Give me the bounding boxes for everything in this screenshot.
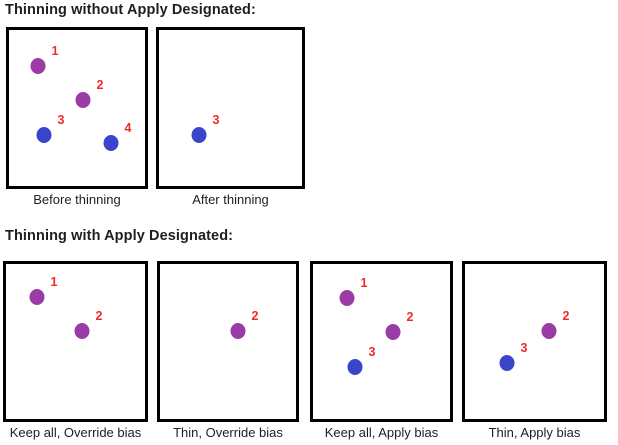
caption-before-thinning: Before thinning <box>33 192 121 207</box>
dot-purple-1 <box>30 58 46 74</box>
panel-before-thinning: 1 2 3 4 <box>6 27 148 189</box>
dot-label-2: 2 <box>406 310 414 324</box>
dot-label-4: 4 <box>124 121 132 135</box>
dot-blue-4 <box>103 135 119 151</box>
dot-label-2: 2 <box>251 309 259 323</box>
dot-label-2: 2 <box>96 78 104 92</box>
dot-label-1: 1 <box>50 275 58 289</box>
caption-thin-apply-bias: Thin, Apply bias <box>488 425 581 440</box>
dot-purple-1 <box>339 290 355 306</box>
caption-keep-all-apply-bias: Keep all, Apply bias <box>324 425 439 440</box>
dot-purple-2 <box>75 92 91 108</box>
panel-keep-all-override-bias: 1 2 <box>3 261 148 422</box>
dot-purple-2 <box>385 324 401 340</box>
panel-after-thinning: 3 <box>156 27 305 189</box>
dot-blue-3 <box>191 127 207 143</box>
dot-label-1: 1 <box>51 44 59 58</box>
caption-thin-override-bias: Thin, Override bias <box>173 425 283 440</box>
panel-thin-override-bias: 2 <box>157 261 299 422</box>
dot-blue-3 <box>347 359 363 375</box>
dot-purple-2 <box>74 323 90 339</box>
caption-after-thinning: After thinning <box>192 192 269 207</box>
dot-purple-2 <box>541 323 557 339</box>
heading-thinning-with-apply: Thinning with Apply Designated: <box>5 228 234 244</box>
dot-label-3: 3 <box>368 345 376 359</box>
caption-keep-all-override-bias: Keep all, Override bias <box>9 425 142 440</box>
heading-thinning-without-apply: Thinning without Apply Designated: <box>5 2 256 18</box>
dot-label-2: 2 <box>95 309 103 323</box>
dot-label-3: 3 <box>520 341 528 355</box>
dot-purple-2 <box>230 323 246 339</box>
dot-label-2: 2 <box>562 309 570 323</box>
dot-blue-3 <box>499 355 515 371</box>
dot-purple-1 <box>29 289 45 305</box>
dot-blue-3 <box>36 127 52 143</box>
dot-label-3: 3 <box>57 113 65 127</box>
dot-label-3: 3 <box>212 113 220 127</box>
dot-label-1: 1 <box>360 276 368 290</box>
panel-keep-all-apply-bias: 1 2 3 <box>310 261 453 422</box>
panel-thin-apply-bias: 2 3 <box>462 261 607 422</box>
